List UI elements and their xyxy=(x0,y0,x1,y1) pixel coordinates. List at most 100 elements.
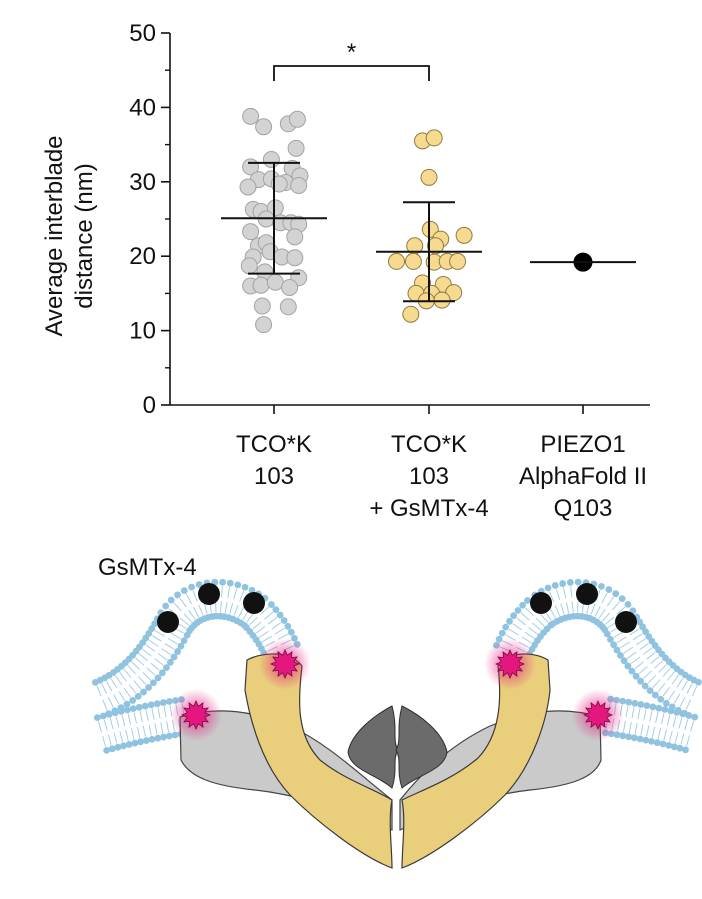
lipid-tail xyxy=(662,668,671,677)
lipid-tail xyxy=(115,675,123,686)
data-point xyxy=(266,273,284,291)
lipid-head xyxy=(158,669,166,677)
lipid-tail xyxy=(264,611,274,620)
lipid-tail xyxy=(96,685,102,697)
lipid-tail xyxy=(150,662,160,671)
significance-star: * xyxy=(347,39,356,66)
lipid-head xyxy=(108,745,116,753)
lipid-tail xyxy=(672,716,677,728)
lipid-tail xyxy=(657,727,662,739)
lipid-tail xyxy=(133,680,142,690)
lipid-tail xyxy=(146,667,156,676)
lipid-tail xyxy=(666,714,671,726)
lipid-tail xyxy=(691,685,698,697)
lipid-tail xyxy=(613,631,624,638)
toxin-sphere xyxy=(530,592,552,614)
lipid-tail xyxy=(277,633,288,640)
lipid-tail xyxy=(121,715,126,727)
lipid-tail xyxy=(170,632,181,640)
lipid-head xyxy=(624,600,632,608)
lipid-head xyxy=(287,628,295,636)
lipid-head xyxy=(685,712,693,719)
lipid-head xyxy=(637,701,645,708)
lipid-head xyxy=(177,642,185,650)
lipid-tail xyxy=(686,683,693,694)
lipid-tail xyxy=(636,638,646,646)
lipid-tail xyxy=(654,660,663,669)
lipid-tail xyxy=(192,590,198,602)
lipid-tail xyxy=(516,617,526,626)
y-tick-label: 10 xyxy=(129,318,156,345)
lipid-head xyxy=(142,737,150,744)
lipid-tail xyxy=(151,708,155,720)
lipid-head xyxy=(166,658,174,666)
lipid-head xyxy=(162,602,170,610)
lipid-tail xyxy=(109,718,114,730)
lipid-tail xyxy=(166,721,170,733)
data-point xyxy=(402,305,420,323)
lipid-tail xyxy=(101,683,108,694)
lipid-head xyxy=(649,703,657,711)
lipid-tail xyxy=(674,732,679,744)
lipid-tail xyxy=(655,711,659,723)
data-point xyxy=(286,228,304,246)
lipid-tail xyxy=(638,666,648,674)
fluorophore-star xyxy=(180,699,212,731)
lipid-head xyxy=(234,581,242,589)
lipid-head xyxy=(219,578,226,586)
lipid-head xyxy=(280,617,288,624)
lipid-head xyxy=(544,584,552,592)
lipid-head xyxy=(137,738,144,746)
lipid-head xyxy=(151,620,159,628)
lipid-tail xyxy=(646,725,650,737)
x-tick-label: AlphaFold II xyxy=(519,463,647,490)
lipid-head xyxy=(165,732,173,740)
lipid-head xyxy=(125,741,133,748)
lipid-head xyxy=(676,744,684,752)
lipid-head xyxy=(566,579,574,586)
lipid-tail xyxy=(620,641,630,649)
lipid-head xyxy=(673,708,681,716)
lipid-head xyxy=(153,700,161,708)
data-point xyxy=(288,110,306,128)
toxin-sphere xyxy=(576,583,598,605)
lipid-tail xyxy=(239,590,245,602)
lipid-tail xyxy=(525,607,534,616)
lipid-head xyxy=(195,581,203,588)
lipid-tail xyxy=(661,713,665,725)
lipid-head xyxy=(551,582,559,589)
lipid-tail xyxy=(631,707,635,719)
lipid-head xyxy=(661,706,669,713)
data-point xyxy=(425,129,443,147)
lipid-head xyxy=(284,622,292,630)
lipid-tail xyxy=(521,636,532,644)
lipid-tail xyxy=(154,658,164,666)
y-axis-title-line: distance (nm) xyxy=(71,163,98,308)
lipid-head xyxy=(506,617,513,625)
data-point xyxy=(420,168,438,186)
lipid-tail xyxy=(106,681,113,692)
lipid-tail xyxy=(136,727,141,738)
lipid-tail xyxy=(512,623,523,631)
data-point xyxy=(242,223,260,241)
data-point xyxy=(279,298,297,316)
lipid-tail xyxy=(238,607,244,618)
lipid-head xyxy=(598,582,605,590)
lipid-head xyxy=(154,674,162,682)
lipid-tail xyxy=(259,630,269,638)
x-tick-label: Q103 xyxy=(554,495,613,522)
lipid-tail xyxy=(115,716,120,728)
piezo-membrane-diagram: GsMTx-4 xyxy=(91,554,702,869)
lipid-tail xyxy=(246,613,254,623)
lipid-tail xyxy=(113,694,120,705)
lipid-tail xyxy=(274,627,285,635)
data-point xyxy=(281,278,299,296)
lipid-tail xyxy=(628,721,632,733)
lipid-head xyxy=(655,704,663,712)
lipid-tail xyxy=(616,636,627,644)
lipid-head xyxy=(642,736,650,744)
gsmtx4-label: GsMTx-4 xyxy=(98,554,197,581)
lipid-tail xyxy=(255,626,266,634)
lipid-tail xyxy=(650,656,660,665)
